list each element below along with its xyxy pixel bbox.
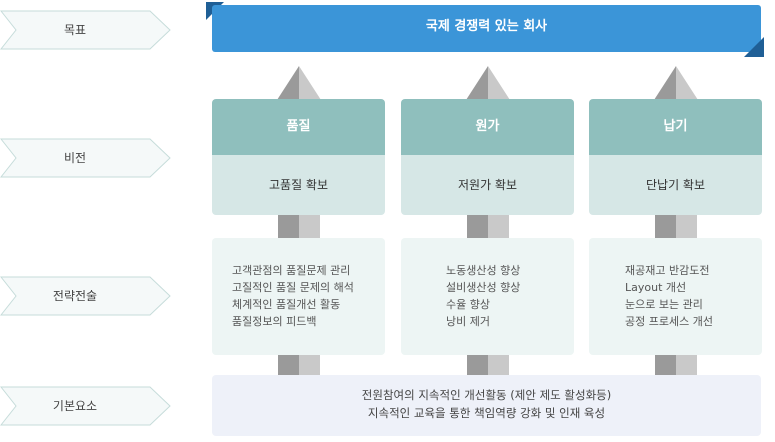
pillar-connector — [655, 215, 697, 239]
base-elements-box: 전원참여의 지속적인 개선활동 (제안 제도 활성화등) 지속적인 교육을 통한… — [212, 375, 761, 436]
chevron-shape-icon — [0, 138, 171, 178]
strategy-box-cost: 노동생산성 향상 설비생산성 향상 수율 향상 낭비 제거 — [401, 238, 574, 355]
up-arrow-icon — [466, 66, 510, 100]
strategy-box-delivery: 재공재고 반감도전 Layout 개선 눈으로 보는 관리 공정 프로세스 개선 — [589, 238, 762, 355]
vision-card-delivery: 납기 단납기 확보 — [589, 99, 762, 215]
strategy-item: 낭비 제거 — [446, 315, 490, 328]
vision-subtitle: 고품질 확보 — [212, 155, 385, 215]
chevron-shape-icon — [0, 10, 171, 50]
pillar-connector — [278, 215, 320, 239]
goal-banner: 국제 경쟁력 있는 회사 — [212, 5, 761, 52]
vision-title: 원가 — [401, 99, 574, 155]
up-arrow-icon — [654, 66, 698, 100]
base-line: 전원참여의 지속적인 개선활동 (제안 제도 활성화등) — [361, 388, 612, 402]
chevron-shape-icon — [0, 276, 171, 316]
vision-title: 품질 — [212, 99, 385, 155]
pillar-connector — [655, 354, 697, 376]
label-base: 기본요소 — [52, 399, 98, 413]
chevron-shape-icon — [0, 386, 171, 426]
label-goal: 목표 — [63, 23, 87, 37]
label-vision: 비전 — [63, 151, 87, 165]
strategy-box-quality: 고객관점의 품질문제 관리 고질적인 품질 문제의 해석 체계적인 품질개선 활… — [212, 238, 385, 355]
pillar-connector — [467, 215, 509, 239]
vision-card-quality: 품질 고품질 확보 — [212, 99, 385, 215]
strategy-item: 체계적인 품질개선 활동 — [232, 298, 341, 311]
vision-card-cost: 원가 저원가 확보 — [401, 99, 574, 215]
label-strategy: 전략전술 — [52, 289, 98, 303]
vision-subtitle: 저원가 확보 — [401, 155, 574, 215]
strategy-item: 고객관점의 품질문제 관리 — [232, 264, 351, 277]
strategy-item: 수율 향상 — [446, 298, 490, 311]
strategy-item: 설비생산성 향상 — [446, 281, 521, 294]
chevron-goal: 목표 — [0, 10, 172, 50]
strategy-item: 재공재고 반감도전 — [625, 264, 710, 277]
chevron-base: 기본요소 — [0, 386, 172, 426]
strategy-item: 공정 프로세스 개선 — [625, 315, 713, 328]
strategy-item: Layout 개선 — [625, 281, 687, 294]
goal-title: 국제 경쟁력 있는 회사 — [425, 19, 548, 34]
up-arrow-icon — [277, 66, 321, 100]
strategy-item: 품질정보의 피드백 — [232, 315, 317, 328]
chevron-vision: 비전 — [0, 138, 172, 178]
strategy-item: 눈으로 보는 관리 — [625, 298, 703, 311]
strategy-item: 노동생산성 향상 — [446, 264, 521, 277]
base-line: 지속적인 교육을 통한 책임역량 강화 및 인재 육성 — [367, 406, 606, 420]
pillar-connector — [278, 354, 320, 376]
goal-fold-bottom-right — [744, 37, 764, 57]
strategy-item: 고질적인 품질 문제의 해석 — [232, 281, 354, 294]
vision-title: 납기 — [589, 99, 762, 155]
pillar-connector — [467, 354, 509, 376]
chevron-strategy: 전략전술 — [0, 276, 172, 316]
vision-subtitle: 단납기 확보 — [589, 155, 762, 215]
